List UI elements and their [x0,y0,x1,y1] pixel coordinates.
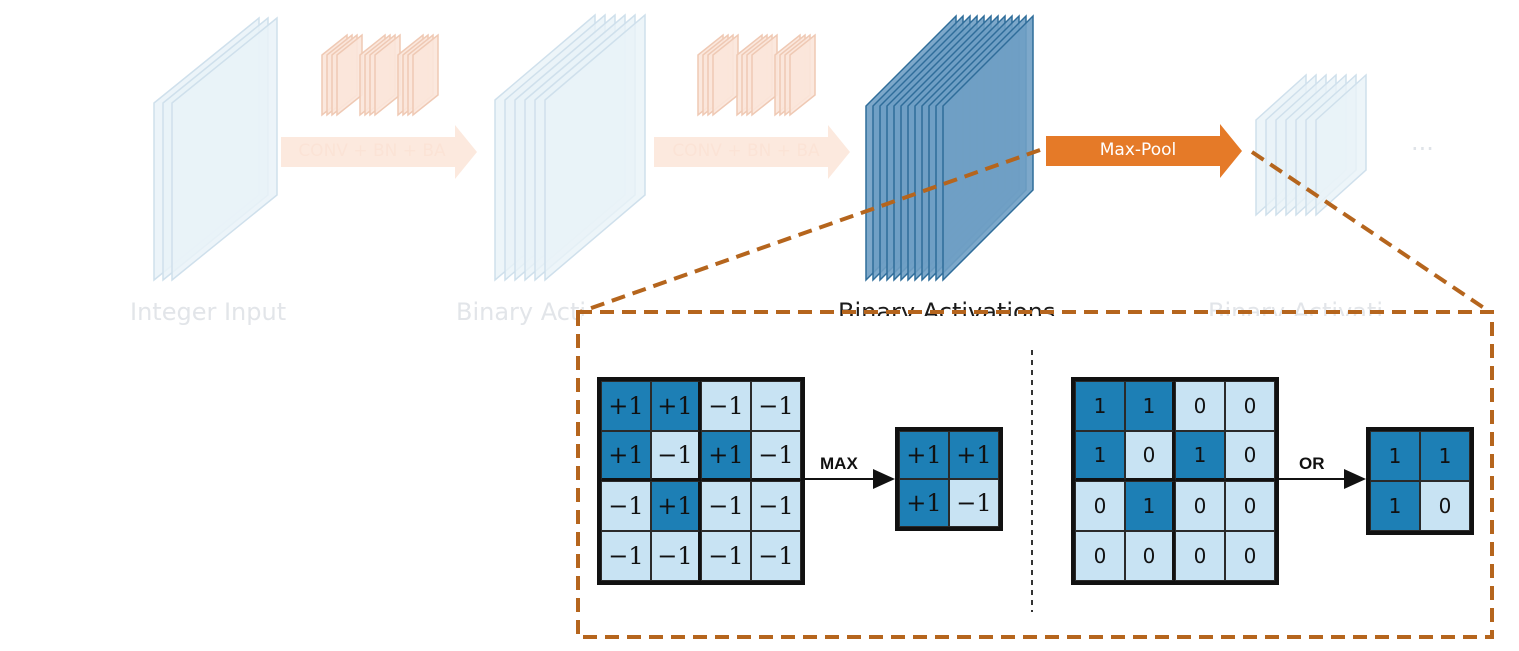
zoom-line-left [579,148,1041,314]
max-output-grid: +1+1+1−1 [895,427,1003,531]
continuation-ellipsis: ... [1411,128,1434,156]
grid-cell: −1 [751,431,801,481]
grid-cell: 1 [1370,481,1420,531]
input-slab [171,16,278,282]
filter-slab [789,33,816,117]
filter-slab [412,33,439,117]
grid-cell: 0 [1225,531,1275,581]
grid-cell: −1 [701,381,751,431]
zoom-line-right [1250,150,1492,314]
grid-cell: 0 [1225,481,1275,531]
max-operation-label: MAX [820,454,858,473]
or-operation-label: OR [1299,454,1325,473]
grid-cell: +1 [651,381,701,431]
grid-cell: −1 [601,481,651,531]
filter-stacks [321,33,816,117]
label-integer-input: Integer Input [130,298,287,326]
grid-cell: −1 [651,531,701,581]
arrow-label-conv-2: CONV + BN + BA [672,141,820,161]
arrow-label-conv-1: CONV + BN + BA [298,141,446,161]
feature-map-stacks [153,13,1367,282]
grid-cell: +1 [899,431,949,479]
conv-arrow-1 [281,125,477,179]
grid-cell: +1 [601,431,651,481]
grid-cell: +1 [949,431,999,479]
grid-cell: 0 [1125,431,1175,481]
grid-cell: 1 [1075,431,1125,481]
grid-cell: 1 [1075,381,1125,431]
grid-cell: +1 [899,479,949,527]
grid-cell: 1 [1420,431,1470,481]
grid-cell: 1 [1125,381,1175,431]
grid-cell: −1 [751,531,801,581]
activation-slab-faded [544,13,646,282]
grid-cell: 0 [1175,531,1225,581]
zoom-connector-lines [579,148,1492,314]
grid-cell: 0 [1225,381,1275,431]
conv-arrow-2 [654,125,850,179]
grid-cell: 0 [1075,531,1125,581]
grid-cell: 0 [1175,381,1225,431]
grid-cell: 0 [1225,431,1275,481]
grid-cell: 0 [1175,481,1225,531]
grid-cell: +1 [701,431,751,481]
grid-cell: −1 [751,481,801,531]
grid-cell: 0 [1125,531,1175,581]
pipeline-arrows [281,124,1242,179]
grid-cell: −1 [701,481,751,531]
arrow-label-maxpool: Max-Pool [1099,140,1177,160]
grid-cell: 1 [1370,431,1420,481]
grid-cell: −1 [651,431,701,481]
grid-cell: +1 [601,381,651,431]
label-binary-activations-1: Binary Acti [456,298,587,326]
activation-slab-active [942,14,1034,282]
grid-cell: −1 [751,381,801,431]
grid-cell: −1 [601,531,651,581]
max-input-grid: +1+1−1−1+1−1+1−1−1+1−1−1−1−1−1−1 [597,377,805,585]
grid-cell: 0 [1420,481,1470,531]
pooled-slab [1315,73,1367,217]
grid-cell: −1 [949,479,999,527]
grid-cell: −1 [701,531,751,581]
grid-cell: 0 [1075,481,1125,531]
grid-cell: 1 [1125,481,1175,531]
maxpool-arrow [1046,124,1242,178]
grid-cell: 1 [1175,431,1225,481]
grid-cell: +1 [651,481,701,531]
